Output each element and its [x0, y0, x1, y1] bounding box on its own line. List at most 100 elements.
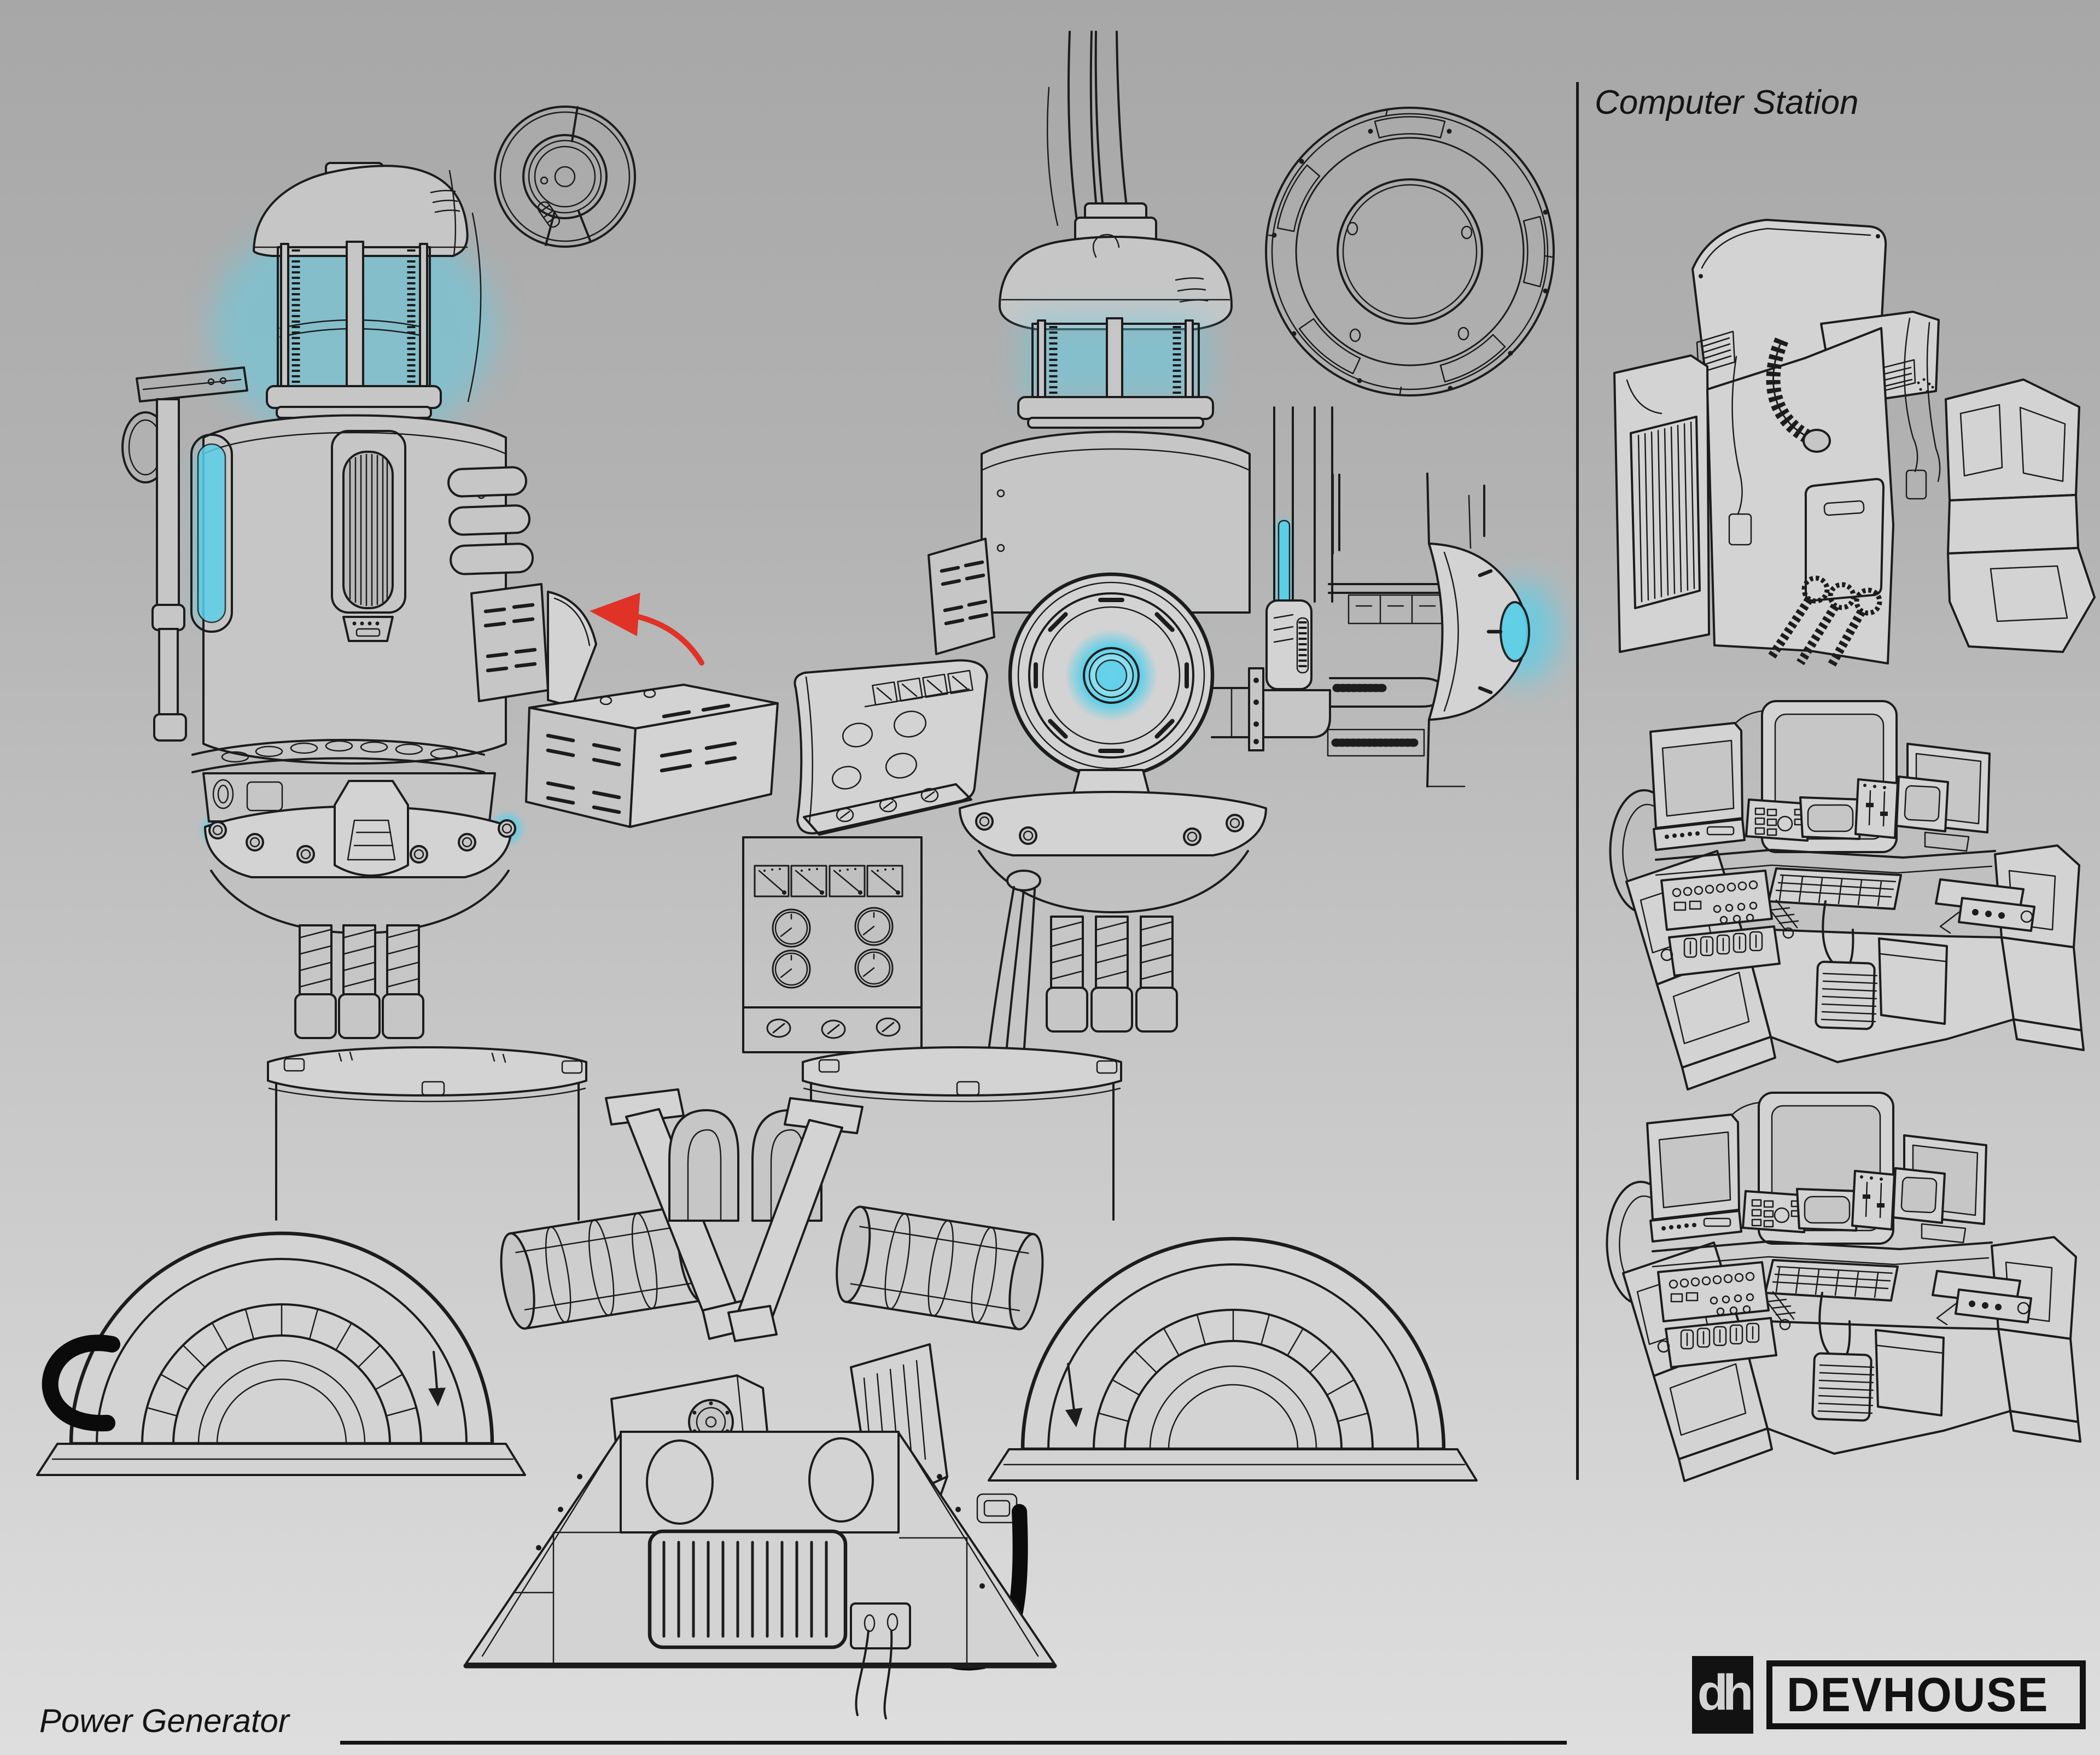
rivets	[975, 812, 1244, 846]
detail-callouts	[525, 592, 988, 1053]
main-body	[981, 430, 1251, 614]
arch-fins	[146, 1303, 417, 1417]
down-arrow	[428, 1351, 446, 1407]
base-band	[204, 780, 516, 878]
left-vent-flap	[928, 538, 995, 655]
devhouse-monogram-text: dh	[1697, 1664, 1753, 1721]
computer-station-title: Computer Station	[1595, 84, 1859, 121]
power-outlet	[850, 1602, 911, 1719]
down-arrow	[1065, 1363, 1083, 1427]
ring-holes-band	[191, 739, 485, 773]
recess-dots	[352, 621, 380, 626]
switch-panel	[1660, 870, 1773, 931]
top-drum	[802, 1046, 1122, 1221]
round-gauges	[831, 710, 927, 790]
riser-pipes	[1273, 406, 1333, 603]
ribbed-hose	[1766, 337, 1831, 453]
vent-box-detail	[525, 684, 779, 828]
generator-front-view	[121, 162, 597, 1039]
support-beam	[727, 1097, 864, 1342]
handheld-device-tray	[1935, 878, 2035, 934]
base-band	[959, 791, 1267, 856]
lens-side-section-view	[1327, 473, 1558, 788]
vent-flap	[470, 583, 597, 708]
right-pipe-assembly	[1211, 406, 1333, 751]
computer-station-back-view	[1613, 219, 2096, 668]
footer-rule-line	[340, 1741, 1567, 1745]
body-grille	[342, 451, 394, 609]
rivets	[208, 819, 516, 864]
lens-ring-front-view	[1265, 107, 1555, 397]
red-arrow	[590, 592, 704, 666]
left-crt-monitor	[1649, 722, 1746, 851]
ring-holes	[1346, 221, 1473, 342]
antenna-wire	[467, 212, 482, 403]
devhouse-monogram-icon: dh	[1692, 1656, 1753, 1734]
rivet-dots	[536, 1474, 985, 1589]
right-cabinet	[1878, 937, 1948, 1025]
hose-stack	[447, 466, 534, 575]
lens-cone-side	[1426, 473, 1530, 788]
dome-vents	[430, 190, 460, 213]
arch-housing-left	[36, 1046, 771, 1477]
computer-station-front-view-2	[1606, 1092, 2081, 1482]
dome-vents	[1175, 277, 1209, 303]
wing-panel	[547, 591, 597, 708]
keyboard-tray	[1764, 867, 1902, 939]
radiator-coil	[648, 1529, 848, 1649]
top-view-latch	[537, 201, 561, 228]
devhouse-logo: dh DEVHOUSE	[1692, 1656, 2086, 1734]
square-gauges	[872, 669, 973, 706]
base-bowl	[210, 870, 510, 934]
dome-cap	[999, 236, 1233, 330]
panel-screws	[766, 1017, 901, 1039]
collar-ring	[266, 385, 442, 409]
elbow-pipe	[668, 1109, 739, 1222]
square-gauges	[754, 865, 903, 897]
lens-ticks	[1034, 598, 1189, 753]
toggle-drawer	[1660, 925, 1781, 977]
arch-fins	[1098, 1309, 1369, 1422]
radiator-panel	[1630, 416, 1701, 609]
power-cords	[1728, 317, 1941, 546]
panel-divider-line	[1576, 82, 1579, 1480]
generator-top-view	[494, 106, 636, 248]
right-tower	[1945, 378, 2096, 653]
glass-rails	[280, 241, 428, 393]
support-legs	[294, 924, 424, 1039]
computer-station-front-view	[1609, 700, 2085, 1091]
button-panel	[1745, 798, 1811, 842]
center-grille	[1815, 960, 1878, 1030]
keystone	[334, 780, 409, 877]
left-cabinet	[1613, 354, 1710, 653]
generator-back-view	[463, 1431, 1057, 1719]
fin-cylinder	[836, 1205, 1044, 1331]
devhouse-wordmark-box: DEVHOUSE	[1766, 1660, 2086, 1729]
hose-ports	[1768, 575, 1882, 668]
slider-panel	[1854, 778, 1899, 839]
dome-cap	[253, 165, 469, 257]
round-gauges	[772, 907, 894, 989]
angled-gauge-panel-detail	[794, 659, 988, 836]
handle-cable	[42, 1334, 120, 1432]
monitor-back-panel	[1691, 219, 1887, 390]
ring-panels	[1276, 116, 1545, 383]
gauge-panel-front-detail	[742, 836, 923, 1053]
body-recess-panel	[331, 430, 406, 614]
support-legs	[1046, 916, 1178, 1033]
glass-rails	[1037, 317, 1194, 403]
ring-bolts	[1271, 129, 1548, 391]
generator-side-view	[928, 31, 1333, 1092]
top-drum	[267, 1046, 587, 1221]
front-lens	[1008, 572, 1215, 779]
arch-body	[988, 1237, 1478, 1482]
center-body	[1706, 327, 1894, 664]
devhouse-wordmark-text: DEVHOUSE	[1787, 1667, 2049, 1722]
scope-screen	[1799, 796, 1863, 840]
panel-screws	[836, 788, 939, 823]
side-strip-housing	[190, 434, 233, 633]
power-generator-title: Power Generator	[39, 1702, 289, 1739]
tray-arm	[1764, 899, 1799, 939]
arch-body	[36, 1231, 526, 1476]
